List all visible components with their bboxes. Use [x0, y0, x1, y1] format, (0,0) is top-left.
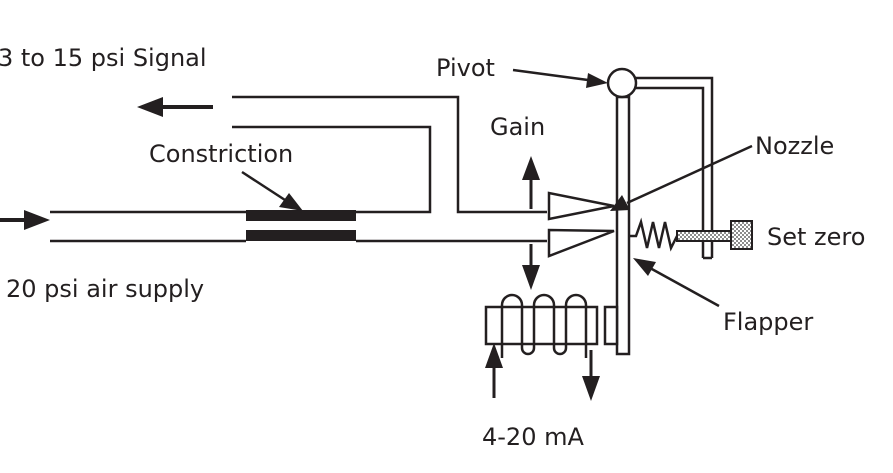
signal-output-arrow	[137, 97, 213, 117]
arm-frame-inner	[636, 86, 705, 258]
current-label: 4-20 mA	[482, 423, 584, 451]
set-zero-knob	[730, 220, 753, 250]
current-in-arrow	[485, 343, 503, 398]
air-supply-label: 20 psi air supply	[6, 275, 204, 303]
nozzle-label: Nozzle	[755, 132, 834, 160]
set-zero-label: Set zero	[767, 223, 865, 251]
flapper	[615, 95, 631, 356]
constriction-pointer	[241, 170, 303, 211]
coil-pole-piece	[603, 305, 619, 346]
signal-pipe-inner	[232, 125, 432, 214]
nozzle-lower	[547, 228, 615, 258]
zero-screw-rod	[676, 230, 732, 242]
coil-core	[484, 305, 599, 346]
current-out-arrow	[582, 350, 600, 401]
flapper-pointer	[633, 258, 720, 308]
supply-arrow	[0, 210, 50, 230]
gain-down-arrow	[522, 244, 540, 290]
pivot-pointer	[512, 68, 608, 88]
constriction-upper	[246, 210, 356, 221]
coil-windings	[500, 293, 588, 358]
gain-label: Gain	[490, 113, 545, 141]
constriction-label: Constriction	[149, 140, 293, 168]
spring-icon	[629, 217, 679, 252]
pivot-icon	[606, 67, 638, 99]
signal-pipe-outer	[232, 95, 547, 214]
arm-frame-outer	[636, 76, 714, 258]
nozzle-upper	[547, 191, 615, 221]
constriction-lower	[246, 230, 356, 241]
nozzle-pointer	[610, 144, 753, 211]
pivot-label: Pivot	[436, 54, 495, 82]
signal-label: 3 to 15 psi Signal	[0, 44, 207, 72]
flapper-label: Flapper	[723, 308, 813, 336]
gain-up-arrow	[522, 156, 540, 209]
